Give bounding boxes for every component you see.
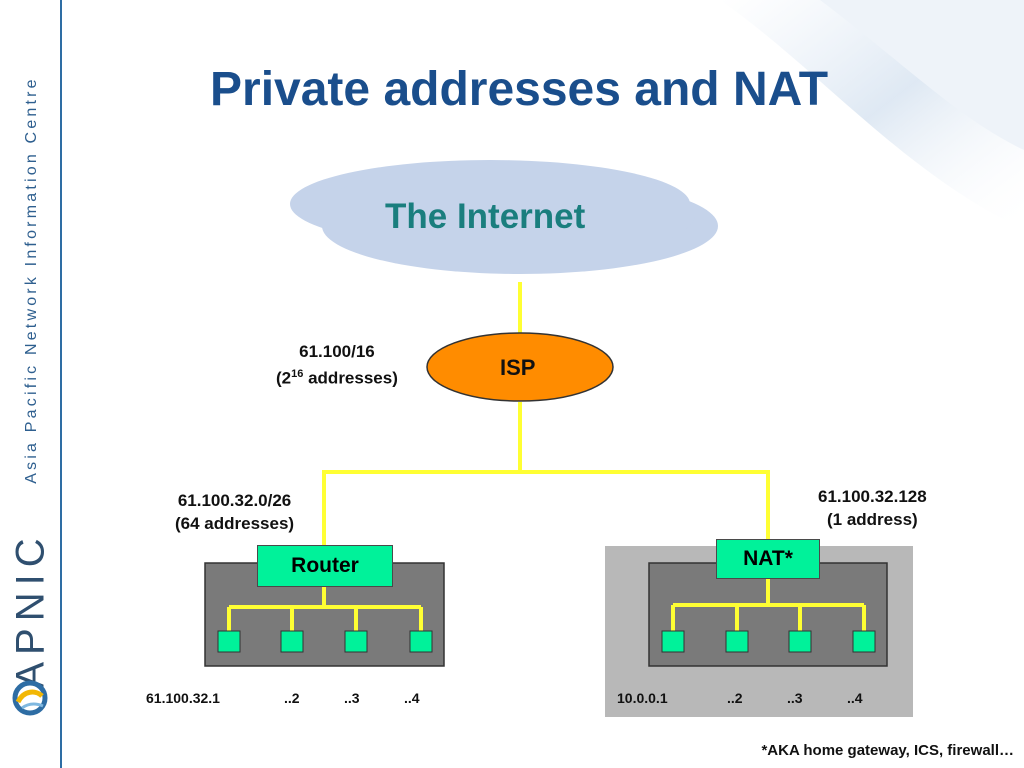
isp-address-count: (216 addresses) xyxy=(276,368,398,388)
router-host-3-address: ..3 xyxy=(344,690,360,706)
nat-host-2-address: ..2 xyxy=(727,690,743,706)
router-host-4-address: ..4 xyxy=(404,690,420,706)
nat-host-2 xyxy=(725,630,749,653)
isp-prefix-label: 61.100/16 (216 addresses) xyxy=(276,340,398,390)
nat-host-4 xyxy=(852,630,876,653)
nat-host-1-address: 10.0.0.1 xyxy=(617,690,668,706)
nat-host-1 xyxy=(661,630,685,653)
router-host-1 xyxy=(217,630,241,653)
router-prefix-label: 61.100.32.0/26 (64 addresses) xyxy=(175,489,294,535)
router-address-count: (64 addresses) xyxy=(175,514,295,533)
nat-address-count: (1 address) xyxy=(827,510,918,529)
isp-node xyxy=(426,332,614,402)
sidebar: Asia Pacific Network Information Centre … xyxy=(0,0,62,768)
nat-prefix-label: 61.100.32.128 (1 address) xyxy=(818,485,927,531)
isp-exponent: 16 xyxy=(291,368,304,380)
router-host-2 xyxy=(280,630,304,653)
slide-title: Private addresses and NAT xyxy=(210,63,829,116)
isp-label: ISP xyxy=(500,355,536,380)
nat-host-3 xyxy=(788,630,812,653)
nat-host-3-address: ..3 xyxy=(787,690,803,706)
nat-prefix: 61.100.32.128 xyxy=(818,487,927,506)
internet-cloud xyxy=(290,160,718,274)
apnic-logo-icon xyxy=(12,680,48,716)
router-host-3 xyxy=(344,630,368,653)
nat-box: NAT* xyxy=(716,539,820,579)
router-box: Router xyxy=(257,545,393,587)
router-host-2-address: ..2 xyxy=(284,690,300,706)
router-host-1-address: 61.100.32.1 xyxy=(146,690,220,706)
router-prefix: 61.100.32.0/26 xyxy=(177,491,292,510)
isp-prefix: 61.100/16 xyxy=(299,342,375,361)
footnote: *AKA home gateway, ICS, firewall… xyxy=(761,742,1014,759)
router-host-4 xyxy=(409,630,433,653)
nat-host-4-address: ..4 xyxy=(847,690,863,706)
internet-label: The Internet xyxy=(385,197,586,236)
